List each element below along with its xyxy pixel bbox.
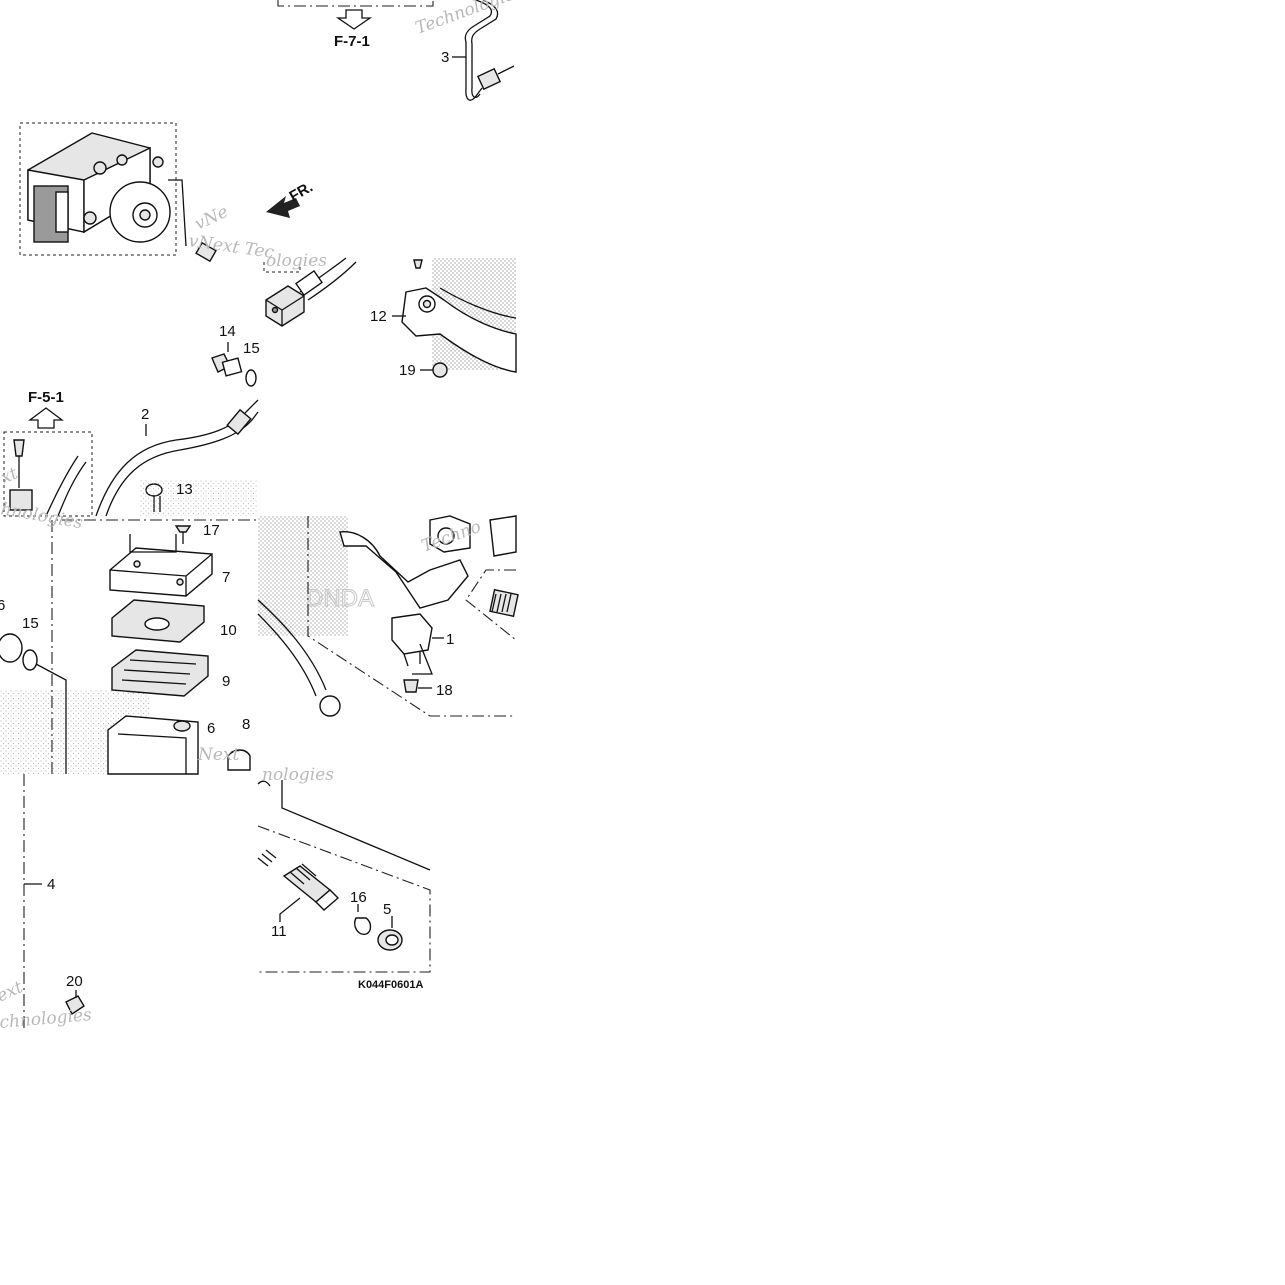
callout-13: 13 bbox=[176, 481, 193, 498]
tile-master-cylinder bbox=[0, 519, 258, 775]
figure-code: K044F0601A bbox=[358, 979, 423, 991]
callout-2: 2 bbox=[141, 406, 149, 423]
callout-20: 20 bbox=[66, 973, 83, 990]
tile-brake-hose bbox=[3, 399, 259, 517]
tile-piston-kit bbox=[257, 780, 431, 973]
reference-f-7-1[interactable]: F-7-1 bbox=[334, 33, 370, 50]
callout-4: 4 bbox=[47, 876, 55, 893]
callout-17: 17 bbox=[203, 522, 220, 539]
callout-6-left: 6 bbox=[0, 597, 5, 614]
watermark-text: vNext Tec bbox=[187, 231, 275, 263]
callout-15-left: 15 bbox=[22, 615, 39, 632]
callout-7: 7 bbox=[222, 569, 230, 586]
tile-brake-switch: DNDA bbox=[257, 515, 519, 717]
callout-1: 1 bbox=[446, 631, 454, 648]
callout-16: 16 bbox=[350, 889, 367, 906]
arrow-up-icon bbox=[28, 407, 64, 429]
watermark-text: ologies bbox=[266, 251, 327, 271]
tile-lower-hose bbox=[23, 774, 85, 1032]
watermark-text: chnologies bbox=[0, 1005, 93, 1033]
watermark-text: Next bbox=[197, 745, 240, 765]
callout-14: 14 bbox=[219, 323, 236, 340]
callout-8: 8 bbox=[242, 716, 250, 733]
callout-15-top: 15 bbox=[243, 340, 260, 357]
callout-10: 10 bbox=[220, 622, 237, 639]
tile-pipe-joint bbox=[211, 257, 517, 387]
arrow-down-icon bbox=[335, 9, 373, 30]
svg-text:DNDA: DNDA bbox=[306, 585, 374, 612]
watermark-text: vNe bbox=[192, 202, 232, 235]
callout-5: 5 bbox=[383, 901, 391, 918]
callout-18: 18 bbox=[436, 682, 453, 699]
callout-labels: 3 12 19 14 15 2 13 17 7 10 9 6 8 15 6 1 … bbox=[0, 49, 454, 990]
watermark-text: ext bbox=[0, 977, 26, 1006]
arrow-left-icon bbox=[266, 196, 300, 218]
front-direction-arrow bbox=[266, 196, 300, 218]
callout-6: 6 bbox=[207, 720, 215, 737]
threaded-rod bbox=[489, 588, 519, 618]
callout-19: 19 bbox=[399, 362, 416, 379]
callout-12: 12 bbox=[370, 308, 387, 325]
callout-9: 9 bbox=[222, 673, 230, 690]
tile-abs-modulator bbox=[19, 0, 515, 263]
watermark-text: xt bbox=[0, 463, 21, 488]
watermark-text: nologies bbox=[262, 765, 334, 785]
watermark-text: hnologies bbox=[0, 499, 85, 533]
reference-f-5-1[interactable]: F-5-1 bbox=[28, 389, 64, 406]
callout-11: 11 bbox=[271, 923, 287, 940]
callout-3: 3 bbox=[441, 49, 449, 66]
